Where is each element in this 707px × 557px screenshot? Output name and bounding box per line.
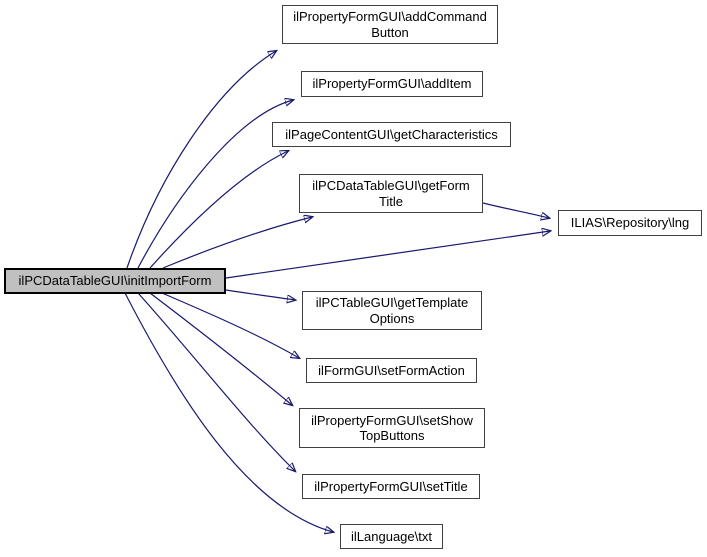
edge-initimportform-gettemplateoptions bbox=[225, 289, 295, 300]
node-ilpropertyformgui-setshowtopbuttons[interactable]: ilPropertyFormGUI\setShow TopButtons bbox=[299, 408, 485, 448]
node-label-line: ILIAS\Repository\lng bbox=[570, 215, 690, 231]
edge-initimportform-setformaction bbox=[161, 292, 299, 358]
node-label-line: TopButtons bbox=[359, 428, 425, 443]
node-label-line: ilPCDataTableGUI\initImportForm bbox=[18, 273, 212, 289]
node-label-line: ilFormGUI\setFormAction bbox=[318, 362, 465, 378]
node-ilpcdatatablegui-getformtitle[interactable]: ilPCDataTableGUI\getForm Title bbox=[299, 174, 483, 213]
node-label-line: Options bbox=[369, 310, 415, 326]
node-ilias-repository-lng[interactable]: ILIAS\Repository\lng bbox=[558, 210, 702, 236]
edge-initimportform-addcommandbutton bbox=[126, 51, 276, 269]
node-label-line: ilLanguage\txt bbox=[351, 528, 432, 544]
node-label-line: ilPropertyFormGUI\addCommand bbox=[293, 9, 487, 24]
node-illanguage-txt[interactable]: ilLanguage\txt bbox=[340, 524, 443, 549]
node-label-line: ilPropertyFormGUI\setShow bbox=[311, 412, 473, 428]
node-label-line: ilPropertyFormGUI\addItem bbox=[312, 76, 472, 92]
node-label-line: Title bbox=[378, 193, 404, 209]
node-label-line: ilPCTableGUI\getTemplate bbox=[315, 295, 469, 310]
edge-initimportform-setshowtopbuttons bbox=[149, 292, 292, 405]
edge-initimportform-lng bbox=[225, 231, 550, 279]
edge-initimportform-additem bbox=[137, 100, 293, 269]
node-ilpctablegui-gettemplateoptions[interactable]: ilPCTableGUI\getTemplate Options bbox=[302, 291, 482, 330]
edge-initimportform-settitle bbox=[137, 292, 295, 471]
node-ilpagecontentgui-getcharacteristics[interactable]: ilPageContentGUI\getCharacteristics bbox=[272, 122, 511, 147]
edge-initimportform-getcharacteristics bbox=[149, 151, 288, 269]
edge-initimportform-txt bbox=[124, 292, 333, 532]
node-ilpropertyformgui-additem[interactable]: ilPropertyFormGUI\addItem bbox=[301, 71, 483, 97]
node-label-line: ilPropertyFormGUI\setTitle bbox=[314, 478, 468, 494]
edge-getformtitle-lng bbox=[482, 202, 549, 218]
edge-initimportform-getformtitle bbox=[162, 217, 312, 269]
node-label-line: ilPCDataTableGUI\getForm bbox=[312, 178, 470, 193]
node-label-line: Button bbox=[371, 24, 409, 40]
node-ilpropertyformgui-addcommandbutton[interactable]: ilPropertyFormGUI\addCommand Button bbox=[282, 5, 498, 44]
node-label-line: ilPageContentGUI\getCharacteristics bbox=[285, 126, 498, 142]
node-ilformgui-setformaction[interactable]: ilFormGUI\setFormAction bbox=[306, 358, 477, 383]
node-ilpropertyformgui-settitle[interactable]: ilPropertyFormGUI\setTitle bbox=[302, 474, 480, 499]
node-ilpcdatatablegui-initimportform: ilPCDataTableGUI\initImportForm bbox=[4, 268, 226, 294]
